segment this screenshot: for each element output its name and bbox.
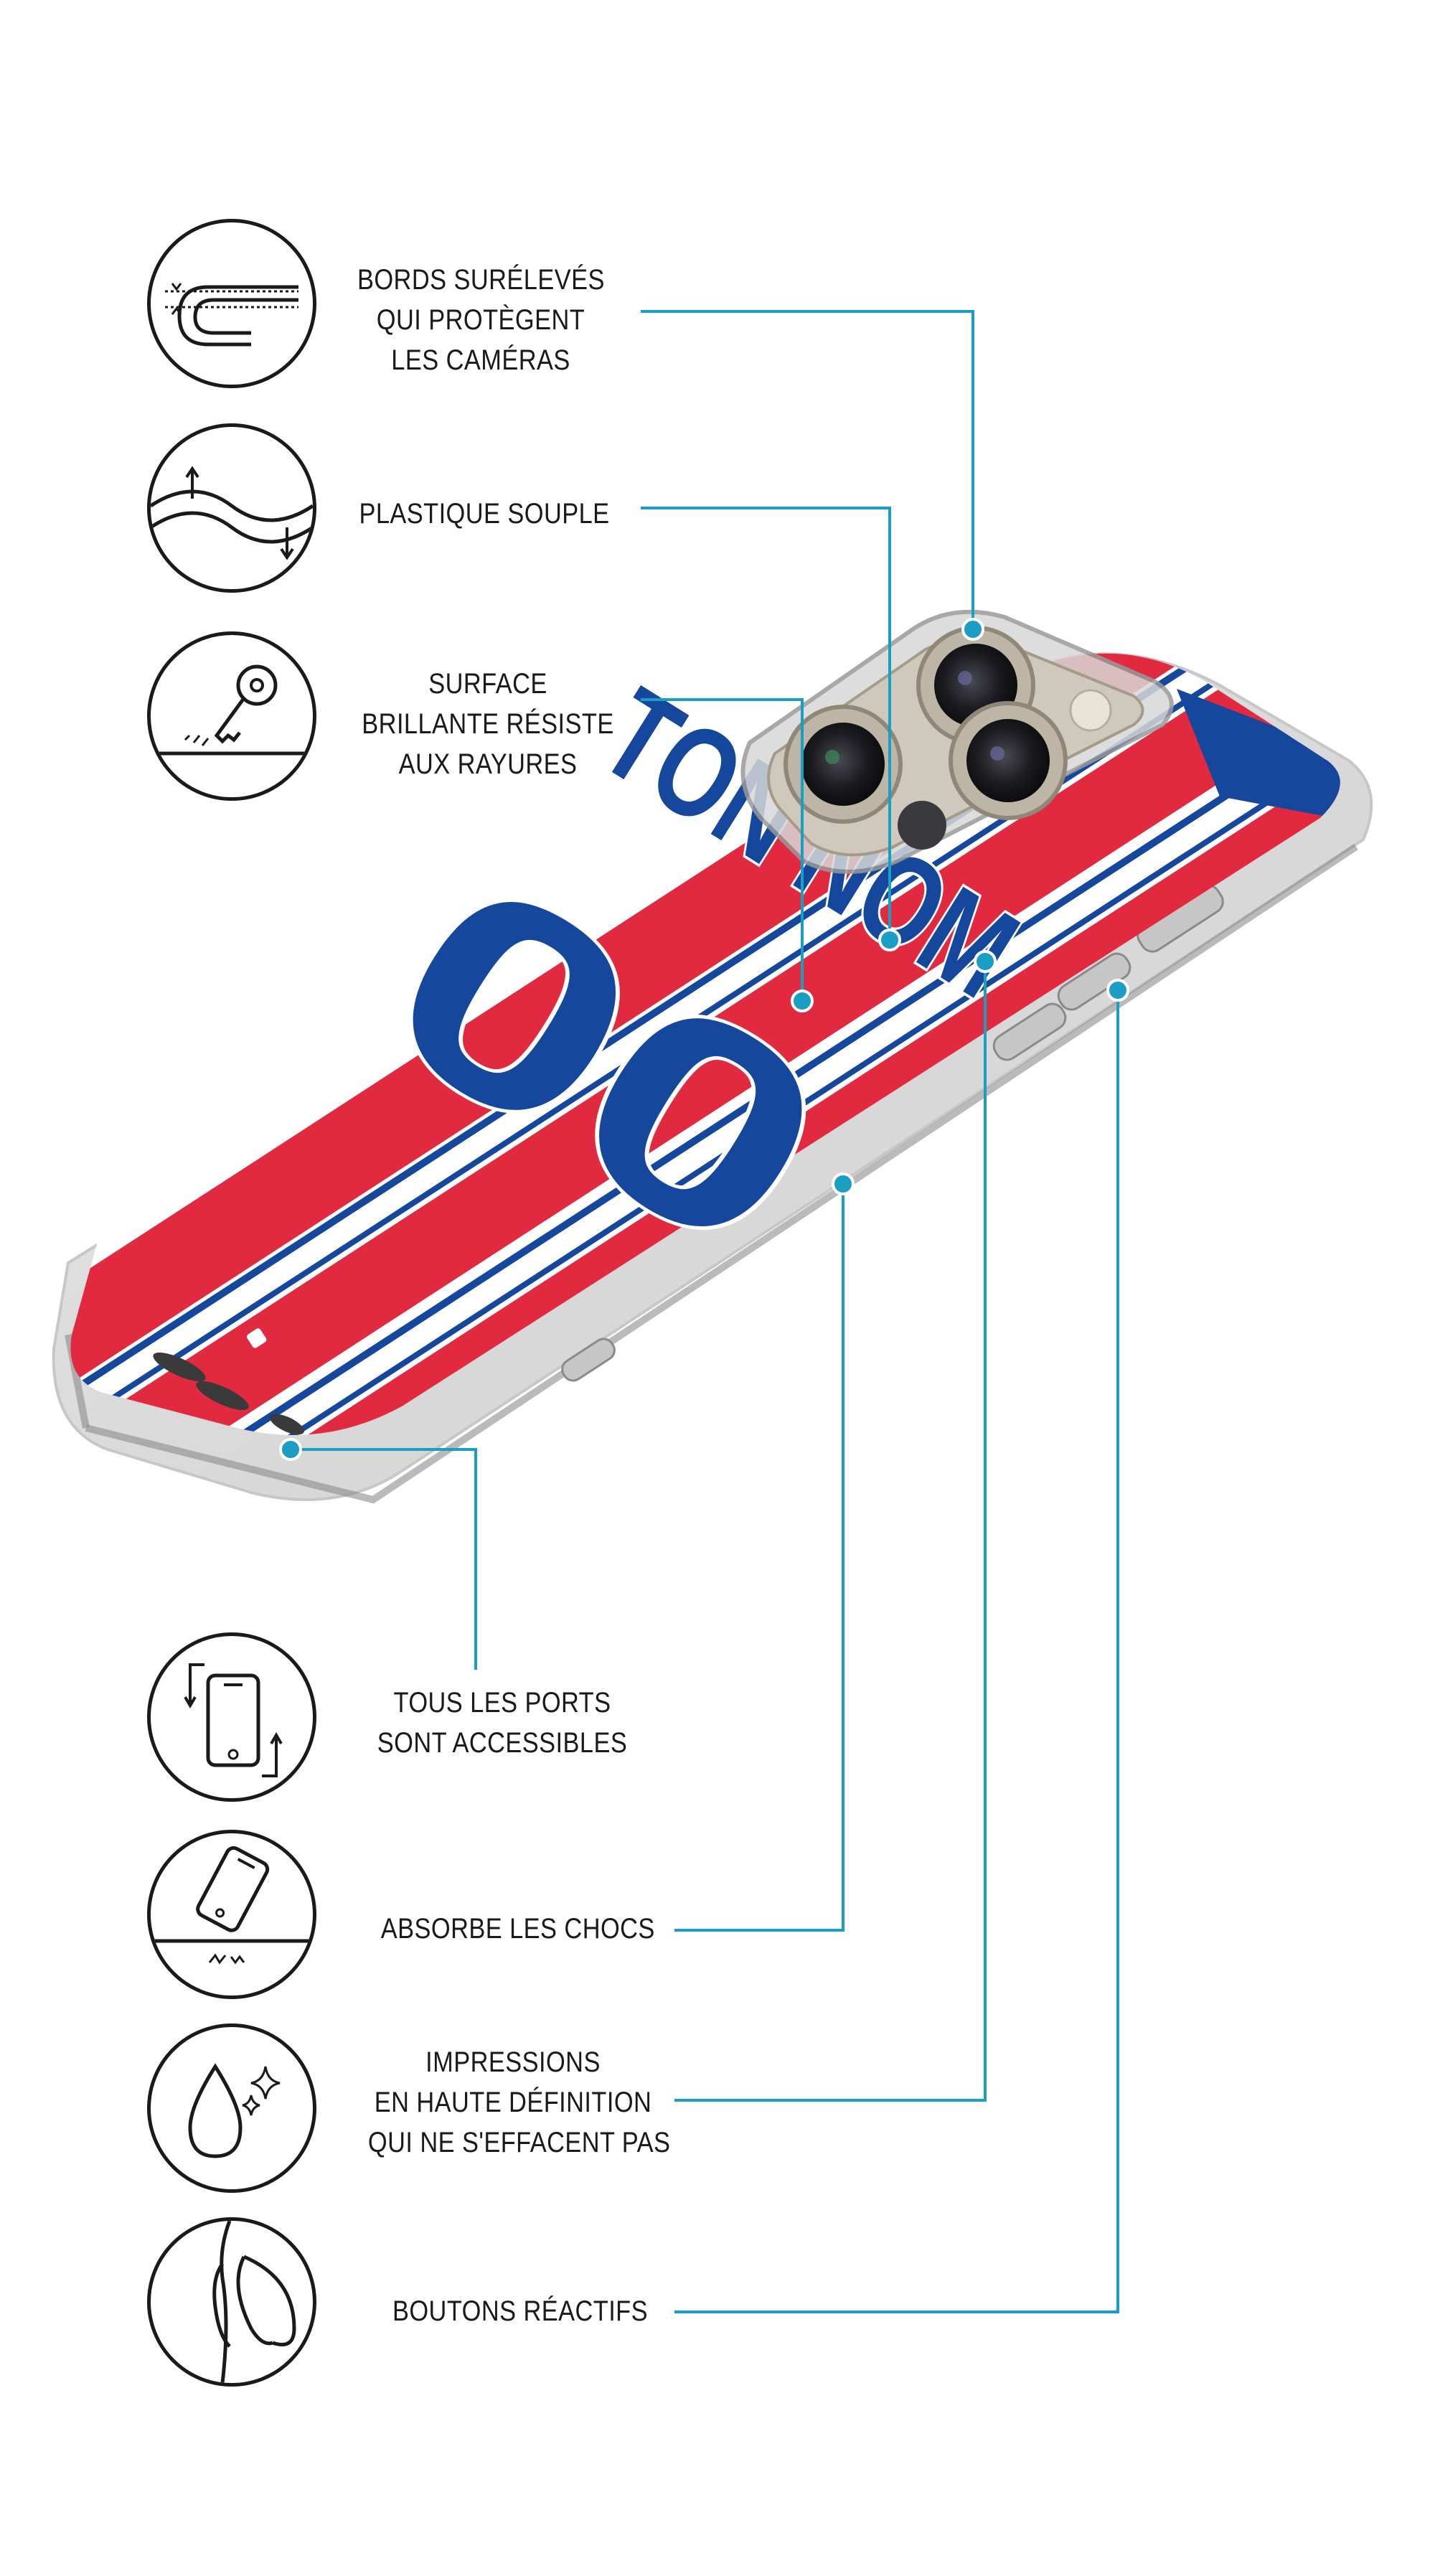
drop-sparkle-icon	[147, 2023, 316, 2193]
camera-lens	[949, 701, 1068, 820]
label-line: PLASTIQUE SOUPLE	[359, 498, 610, 530]
label-line: AUX RAYURES	[398, 748, 578, 780]
raised-edge-icon	[147, 219, 316, 388]
camera-lens	[784, 705, 903, 824]
label-line: BORDS SURÉLEVÉS	[357, 264, 605, 296]
label-line: IMPRESSIONS	[425, 2046, 601, 2078]
phone-drop-icon	[147, 1830, 316, 1999]
flash	[1069, 689, 1112, 732]
feature-label-ports: TOUS LES PORTS SONT ACCESSIBLES	[367, 1683, 638, 1763]
label-line: QUI PROTÈGENT	[376, 304, 585, 336]
side-button-icon	[147, 2217, 316, 2387]
label-line: QUI NE S'EFFACENT PAS	[367, 2127, 671, 2158]
label-line: BOUTONS RÉACTIFS	[392, 2295, 649, 2327]
feature-label-raised-edges: BORDS SURÉLEVÉS QUI PROTÈGENT LES CAMÉRA…	[357, 260, 604, 380]
feature-label-print: IMPRESSIONS EN HAUTE DÉFINITION QUI NE S…	[367, 2042, 671, 2163]
feature-label-scratch-resistant: SURFACE BRILLANTE RÉSISTE AUX RAYURES	[358, 664, 617, 784]
label-line: SONT ACCESSIBLES	[377, 1727, 628, 1759]
phone-rotate-icon	[147, 1632, 316, 1802]
feature-label-buttons: BOUTONS RÉACTIFS	[387, 2291, 653, 2331]
label-line: TOUS LES PORTS	[393, 1687, 611, 1719]
lidar	[898, 801, 946, 850]
label-line: LES CAMÉRAS	[391, 344, 570, 376]
label-line: ABSORBE LES CHOCS	[380, 1913, 655, 1945]
label-line: EN HAUTE DÉFINITION	[374, 2087, 652, 2118]
flex-icon	[147, 423, 316, 593]
label-line: SURFACE	[428, 668, 547, 700]
feature-label-soft-plastic: PLASTIQUE SOUPLE	[358, 494, 611, 534]
key-scratch-icon	[147, 631, 316, 801]
bottom-ports	[153, 1352, 304, 1435]
feature-label-shock: ABSORBE LES CHOCS	[380, 1909, 655, 1949]
label-line: BRILLANTE RÉSISTE	[362, 708, 614, 740]
